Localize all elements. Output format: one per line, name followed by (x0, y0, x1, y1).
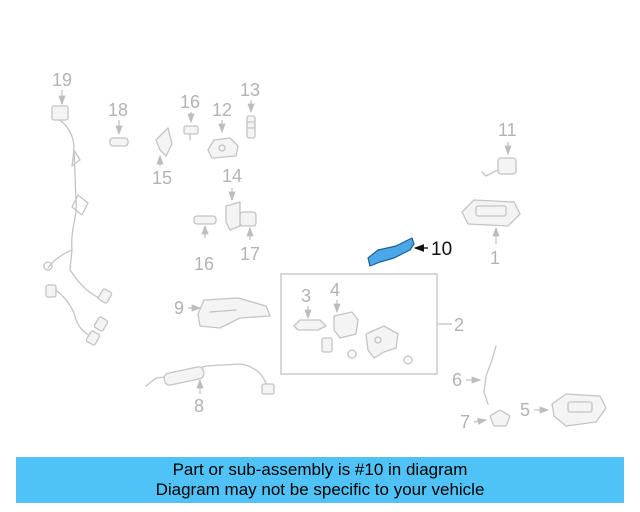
callout-16-upper: 16 (180, 92, 200, 112)
part-7[interactable]: 7 (460, 409, 511, 432)
part-16-lower[interactable]: 16 (193, 215, 217, 274)
part-12[interactable]: 12 (207, 100, 239, 159)
part-5[interactable]: 5 (520, 393, 607, 427)
part-15[interactable]: 15 (152, 127, 173, 188)
callout-2: 2 (454, 315, 464, 335)
part-14[interactable]: 14 (222, 166, 242, 231)
part-4[interactable]: 4 (321, 280, 359, 353)
part-11[interactable]: 11 (481, 120, 517, 177)
callout-7: 7 (460, 412, 470, 432)
part-10-shape[interactable] (367, 237, 415, 267)
callout-5: 5 (520, 400, 530, 420)
info-banner: Part or sub-assembly is #10 in diagram D… (16, 457, 624, 503)
callout-1: 1 (490, 248, 500, 268)
callout-12: 12 (212, 100, 232, 120)
part-10-highlighted[interactable]: 10 (367, 237, 452, 267)
part-1[interactable]: 1 (461, 199, 521, 268)
callout-19: 19 (52, 70, 72, 90)
part-9[interactable]: 9 (174, 297, 271, 329)
callout-18: 18 (108, 100, 128, 120)
callout-6: 6 (452, 370, 462, 390)
callout-8: 8 (194, 396, 204, 416)
callout-10: 10 (431, 239, 452, 260)
part-3[interactable]: 3 (293, 286, 327, 331)
part-13[interactable]: 13 (240, 80, 260, 139)
callout-13: 13 (240, 80, 260, 100)
part-19-wiring-harness[interactable]: 19 (43, 70, 113, 346)
callout-14: 14 (222, 166, 242, 186)
part-6-rod[interactable]: 6 (452, 345, 497, 405)
callout-16-lower: 16 (194, 254, 214, 274)
callout-3: 3 (301, 286, 311, 306)
part-17[interactable]: 17 (239, 211, 260, 264)
part-18[interactable]: 18 (108, 100, 129, 147)
callout-17: 17 (240, 244, 260, 264)
callout-15: 15 (152, 168, 172, 188)
callout-11: 11 (498, 120, 517, 140)
callout-4: 4 (330, 280, 340, 300)
part-8-cable[interactable]: 8 (145, 363, 275, 416)
callout-9: 9 (174, 298, 184, 318)
banner-line-2: Diagram may not be specific to your vehi… (155, 480, 485, 499)
part-2-lock-assembly[interactable]: 2 3 4 (280, 273, 464, 375)
part-16-upper[interactable]: 16 (180, 92, 200, 141)
banner-line-1: Part or sub-assembly is #10 in diagram (172, 460, 468, 479)
